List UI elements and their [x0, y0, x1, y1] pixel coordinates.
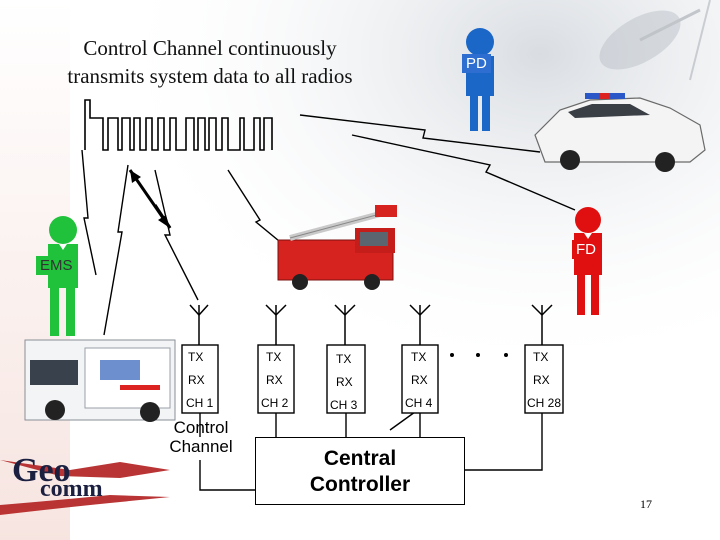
ellipsis-dots	[450, 353, 508, 357]
title-line-2: transmits system data to all radios	[67, 64, 353, 88]
title-line-1: Control Channel continuously	[83, 36, 337, 60]
signal-to-ems	[103, 164, 129, 336]
pd-label: PD	[462, 54, 491, 73]
fire-truck-image	[277, 205, 397, 290]
central-controller-line2: Controller	[309, 473, 411, 496]
signal-to-fire-truck	[227, 169, 291, 251]
channel-stacks	[181, 344, 564, 414]
channel-4-ch: CH 4	[405, 396, 433, 410]
antenna-icons	[189, 304, 553, 345]
fd-label: FD	[572, 240, 600, 259]
control-channel-line1: Control	[173, 418, 229, 437]
ambulance-image	[24, 339, 176, 422]
control-channel-label: Control Channel	[158, 418, 244, 456]
channel-28-tx: TX	[533, 350, 549, 364]
channel-1-ch: CH 1	[186, 396, 214, 410]
channel-3-rx: RX	[336, 375, 353, 389]
channel-2-ch: CH 2	[261, 396, 289, 410]
signal-to-fd	[351, 134, 576, 211]
control-channel-line2: Channel	[169, 437, 233, 456]
pd-person-icon	[466, 28, 494, 131]
controller-connections	[199, 413, 543, 491]
channel-1-rx: RX	[188, 373, 205, 387]
satellite-dish-icon	[599, 0, 711, 81]
channel-3-tx: TX	[336, 352, 352, 366]
central-controller-line1: Central	[323, 447, 397, 470]
channel-3-ch: CH 3	[330, 398, 358, 412]
data-waveform	[84, 99, 273, 151]
signal-to-pd	[299, 114, 541, 153]
geocomm-logo	[0, 460, 170, 515]
page-number: 17	[640, 497, 652, 511]
signal-to-ems-2	[81, 149, 97, 276]
ems-label: EMS	[36, 256, 77, 275]
ems-person-icon	[48, 216, 78, 336]
channel-2-rx: RX	[266, 373, 283, 387]
channel-4-tx: TX	[411, 350, 427, 364]
central-controller-box: Central Controller	[255, 437, 465, 505]
fd-person-icon	[574, 207, 602, 315]
channel-28-ch: CH 28	[527, 396, 562, 410]
channel-2-tx: TX	[266, 350, 282, 364]
police-car-image	[534, 93, 706, 172]
logo-text-top: Geo	[12, 452, 71, 489]
signal-to-control-antenna	[154, 169, 199, 301]
channel-1-tx: TX	[188, 350, 204, 364]
channel-28-rx: RX	[533, 373, 550, 387]
logo-text-bottom: comm	[40, 476, 103, 502]
channel-4-rx: RX	[411, 373, 428, 387]
